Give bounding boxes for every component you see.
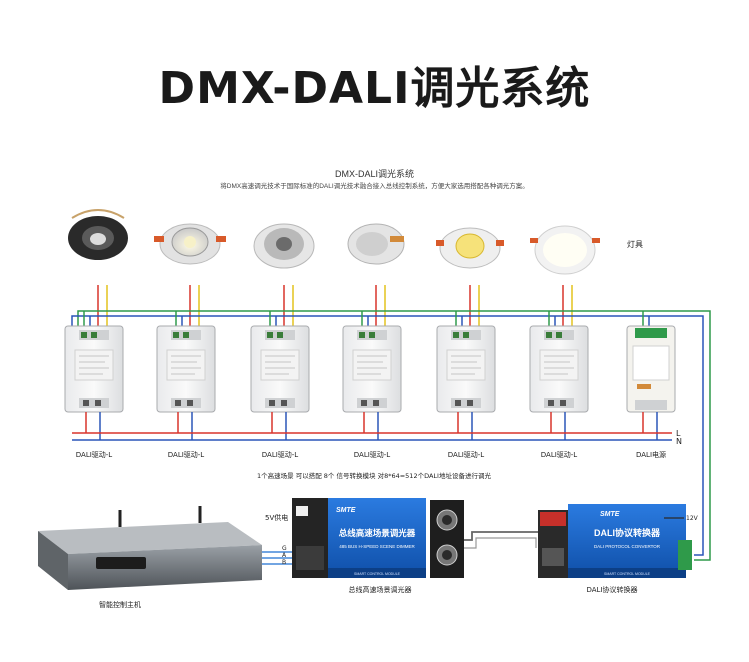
converter-name: DALI协议转换器 <box>594 527 661 538</box>
driver-label: DALI驱动-L <box>262 450 299 459</box>
protocol-converter: SMTE DALI协议转换器 DALI PROTOCOL CONVERTOR S… <box>538 504 692 578</box>
lamp-wires <box>97 285 573 326</box>
driver-label: DALI驱动-L <box>76 450 113 459</box>
smart-host <box>38 506 262 590</box>
dali-power-module <box>626 325 676 413</box>
bus-terminal-g: G <box>282 545 287 552</box>
fixture-cob-downlight <box>436 227 504 269</box>
dimmer-name: 总线高速场景调光器 <box>339 528 416 538</box>
driver-module-2 <box>156 325 216 413</box>
dimmer-brand: SMTE <box>336 507 356 514</box>
converter-supply: 12V <box>686 515 699 522</box>
bus-drops <box>83 311 650 326</box>
psu-label: 5V供电 <box>265 513 288 522</box>
dimmer-footer: SMART CONTROL MODULE <box>354 572 401 576</box>
driver-module-1 <box>64 325 124 413</box>
driver-module-4 <box>342 325 402 413</box>
driver-module-3 <box>250 325 310 413</box>
scene-dimmer: SMTE 总线高速场景调光器 485 BUS H-SPEED SCENE DIM… <box>292 498 464 578</box>
driver-label: DALI驱动-L <box>448 450 485 459</box>
driver-module-6 <box>529 325 589 413</box>
fixture-reflector-spot <box>253 223 315 269</box>
bus-terminal-b: B <box>282 559 286 566</box>
capacity-note: 1个高速场景 可以搭配 8个 信号转换模块 对8*64=512个DALI地址设备… <box>257 471 491 480</box>
line-l-label: L <box>676 429 681 438</box>
link-cable-2 <box>464 537 537 549</box>
dali-bus-lines <box>71 310 711 561</box>
page-title: DMX-DALI调光系统 <box>158 63 591 114</box>
mains-drops <box>85 412 658 440</box>
power-label: DALI电源 <box>636 450 666 459</box>
fixtures-label: 灯具 <box>627 239 643 249</box>
bus-terminal-a: A <box>282 552 287 559</box>
converter-label: DALI协议转换器 <box>586 585 637 594</box>
diagram-subtitle: DMX-DALI调光系统 <box>334 169 414 179</box>
converter-footer: SMART CONTROL MODULE <box>604 572 651 576</box>
converter-brand: SMTE <box>600 511 620 518</box>
diagram-description: 将DMX高速调光技术于国际标准的DALI调光技术融合接入总线控制系统，方便大家选… <box>220 183 529 190</box>
driver-module-5 <box>436 325 496 413</box>
dimmer-name-en: 485 BUS H-SPEED SCENE DIMMER <box>339 544 415 549</box>
fixture-downlight-black <box>68 209 128 260</box>
fixture-gimbal-white <box>154 223 226 265</box>
fixture-panel-downlight <box>530 225 600 275</box>
dimmer-label: 总线高速场景调光器 <box>349 585 412 594</box>
line-n-label: N <box>676 437 682 446</box>
converter-name-en: DALI PROTOCOL CONVERTOR <box>594 544 661 549</box>
driver-label: DALI驱动-L <box>541 450 578 459</box>
driver-label: DALI驱动-L <box>354 450 391 459</box>
fixture-wall-washer <box>347 223 405 265</box>
host-label: 智能控制主机 <box>99 600 141 609</box>
driver-label: DALI驱动-L <box>168 450 205 459</box>
